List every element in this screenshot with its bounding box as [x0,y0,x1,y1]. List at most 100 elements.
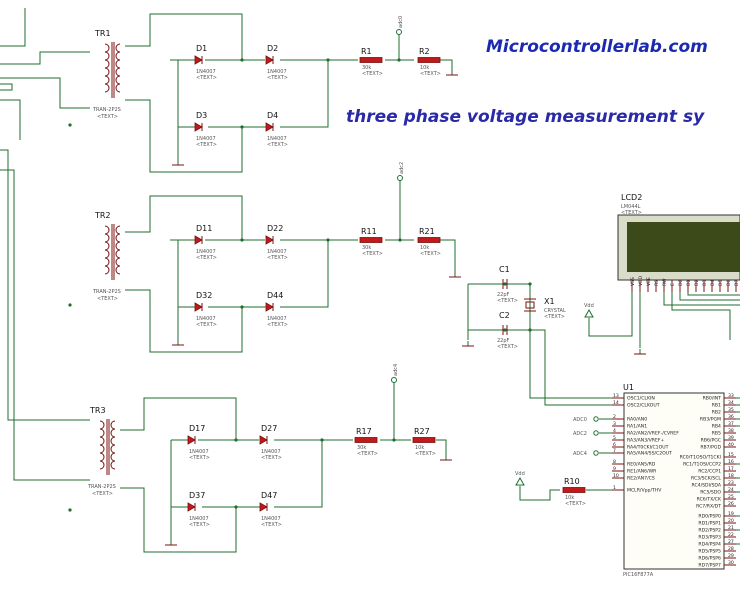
diode-d47 [259,502,268,512]
junction-dot [528,282,532,286]
lcd-pin-label-e: E [670,283,676,286]
static-wiring [0,8,740,553]
resistor-value: 30k [357,445,366,451]
junction-dot [397,58,401,62]
mcu-pin-ra5-an4-ss-c2out: RA5/AN4/SS/C2OUT [627,451,672,457]
resistor-value: 10k [420,245,429,251]
mcu-pin-ra4-t0cki-c1out: RA4/T0CKI/C1OUT [627,445,669,451]
junction-dot [234,505,238,509]
site-title: Microcontrollerlab.com [486,37,708,57]
diode-text: <TEXT> [261,455,282,461]
junction-dot [68,303,72,307]
diode-d2 [265,55,274,65]
mcu-pin-num: 29 [728,553,734,559]
mcu-pin-num: 25 [728,494,734,500]
mcu-pin-num: 15 [728,452,734,458]
terminal-label-adc0: ADC0 [573,417,587,423]
mcu-pin-num: 21 [728,525,734,531]
mcu-pin-rc5-sdo: RC5/SDO [700,490,721,496]
mcu-pin-num: 4 [613,428,616,434]
mcu-pin-num: 36 [728,414,734,420]
mcu-body [623,392,725,570]
diode-part: 1N4007 [267,249,287,255]
junction-dot [326,58,330,62]
mcu-pin-rb1: RB1 [712,403,721,409]
transformer-ref-tr3: TR3 [89,406,106,415]
lcd-pin-label-rs: RS [654,280,660,286]
resistor-value: 30k [362,65,371,71]
transformer-part: TRAN-2P2S [92,107,121,113]
mcu-pin-num: 14 [613,400,619,406]
resistor-value: 10k [565,495,574,501]
probe-label-adc4: adc4 [393,364,399,376]
transformer-ref-tr1: TR1 [94,29,111,38]
mcu-pin-re2-an7-cs: RE2/AN7/CS [627,476,655,482]
transformer-part: TRAN-2P2S [92,289,121,295]
junction-dot [240,238,244,242]
diode-part: 1N4007 [189,516,209,522]
diode-d11 [194,235,203,245]
diode-text: <TEXT> [261,522,282,528]
diode-text: <TEXT> [267,142,288,148]
diode-part: 1N4007 [189,449,209,455]
resistor-text: <TEXT> [362,71,383,77]
diode-text: <TEXT> [196,75,217,81]
diode-ref-d3: D3 [196,111,207,120]
diode-d27 [259,435,268,445]
resistor-ref-r1: R1 [361,47,372,56]
probe-label-adc2: adc2 [399,162,405,174]
capacitor-value: 22pF [497,338,510,344]
mcu-pin-num: 33 [728,393,734,399]
resistor-ref-r21: R21 [419,227,435,236]
terminal-adc0 [593,416,599,422]
junction-dot [240,125,244,129]
diode-ref-d47: D47 [261,491,277,500]
mcu-pin-num: 18 [728,473,734,479]
mcu-pin-num: 3 [613,421,616,427]
resistor-text: <TEXT> [565,501,586,507]
capacitor-text: <TEXT> [497,298,518,304]
terminal-adc2 [593,430,599,436]
diode-part: 1N4007 [196,316,216,322]
lcd-pin-label-d0: D0 [678,279,684,286]
lcd-pin-label-vdd: VDD [638,275,644,286]
resistor-r17 [354,437,378,443]
diode-d4 [265,122,274,132]
lcd-pin-label-d7: D7 [734,279,740,286]
mcu-pin-rd4-psp4: RD4/PSP4 [698,542,721,548]
terminal-adc4 [593,450,599,456]
diode-part: 1N4007 [267,316,287,322]
mcu-pin-rc0-t1oso-t1cki: RC0/T1OSO/T1CKI [680,455,721,461]
mcu-pin-re1-an6-wr: RE1/AN6/WR [627,469,657,475]
mcu-pin-rb2: RB2 [712,410,721,416]
diode-part: 1N4007 [267,136,287,142]
resistor-value: 10k [420,65,429,71]
mcu-pin-num: 7 [613,448,616,454]
mcu-pin-num: 20 [728,518,734,524]
mcu-pic16f877a [612,392,736,570]
mcu-pin-ra3-an3-vref-: RA3/AN3/VREF+ [627,438,665,444]
diode-text: <TEXT> [196,322,217,328]
resistor-ref-r17: R17 [356,427,372,436]
junction-dot [503,282,507,286]
lcd-pin-label-d3: D3 [702,279,708,286]
resistor-text: <TEXT> [357,451,378,457]
diode-part: 1N4007 [196,249,216,255]
mcu-pin-rd6-psp6: RD6/PSP6 [698,556,721,562]
capacitor-ref-c2: C2 [499,311,510,320]
crystal-ref: X1 [544,297,555,306]
diode-ref-d17: D17 [189,424,205,433]
diode-part: 1N4007 [261,449,281,455]
mcu-pin-rc7-rx-dt: RC7/RX/DT [696,504,721,510]
mcu-pin-rd0-psp0: RD0/PSP0 [698,514,721,520]
mcu-pin-osc1-clkin: OSC1/CLKIN [627,396,655,402]
mcu-pin-num: 38 [728,428,734,434]
mcu-pin-rc2-ccp1: RC2/CCP1 [698,469,721,475]
mcu-pin-num: 27 [728,539,734,545]
diode-text: <TEXT> [196,255,217,261]
junction-dot [240,58,244,62]
mcu-pin-num: 23 [728,480,734,486]
junction-dot [68,508,72,512]
mcu-pin-num: 19 [728,511,734,517]
